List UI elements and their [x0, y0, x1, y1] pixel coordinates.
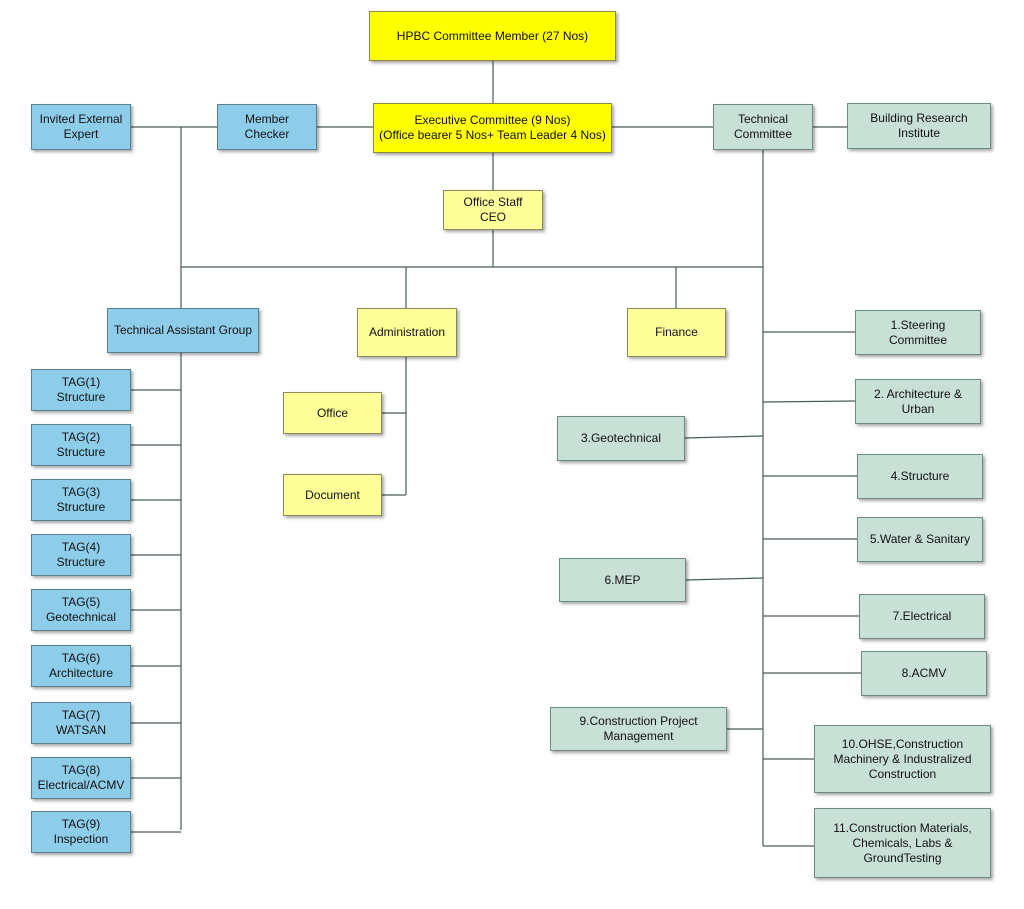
electrical-node: 7.Electrical: [859, 594, 985, 639]
architecture-urban-node: 2. Architecture & Urban: [855, 379, 981, 424]
ohse-construction-node: 10.OHSE,Construction Machinery & Industr…: [814, 725, 991, 793]
tag-node: TAG(5) Geotechnical: [31, 589, 131, 631]
tag-node: TAG(4) Structure: [31, 534, 131, 576]
executive-committee-node: Executive Committee (9 Nos) (Office bear…: [373, 103, 612, 153]
structure-node: 4.Structure: [857, 454, 983, 499]
tag-node: TAG(1) Structure: [31, 369, 131, 411]
tag-node: TAG(3) Structure: [31, 479, 131, 521]
water-sanitary-node: 5.Water & Sanitary: [857, 517, 983, 562]
administration-node: Administration: [357, 308, 457, 357]
technical-assistant-group-node: Technical Assistant Group: [107, 308, 259, 353]
member-checker-node: Member Checker: [217, 104, 317, 150]
construction-project-management-node: 9.Construction Project Management: [550, 707, 727, 751]
finance-node: Finance: [627, 308, 726, 357]
connector-line: [762, 400, 856, 403]
steering-committee-node: 1.Steering Committee: [855, 310, 981, 355]
tag-node: TAG(7) WATSAN: [31, 702, 131, 744]
office-staff-ceo-node: Office Staff CEO: [443, 190, 543, 230]
acmv-node: 8.ACMV: [861, 651, 987, 696]
tag-node: TAG(2) Structure: [31, 424, 131, 466]
building-research-institute-node: Building Research Institute: [847, 103, 991, 149]
geotechnical-node: 3.Geotechnical: [557, 416, 685, 461]
technical-committee-node: Technical Committee: [713, 104, 813, 150]
document-node: Document: [283, 474, 382, 516]
tag-node: TAG(6) Architecture: [31, 645, 131, 687]
connector-line: [684, 435, 764, 439]
connector-line: [685, 577, 764, 581]
tag-node: TAG(8) Electrical/ACMV: [31, 757, 131, 799]
invited-external-expert-node: Invited External Expert: [31, 104, 131, 150]
tag-node: TAG(9) Inspection: [31, 811, 131, 853]
construction-materials-node: 11.Construction Materials, Chemicals, La…: [814, 808, 991, 878]
office-node: Office: [283, 392, 382, 434]
hpbc-committee-node: HPBC Committee Member (27 Nos): [369, 11, 616, 61]
mep-node: 6.MEP: [559, 558, 686, 602]
